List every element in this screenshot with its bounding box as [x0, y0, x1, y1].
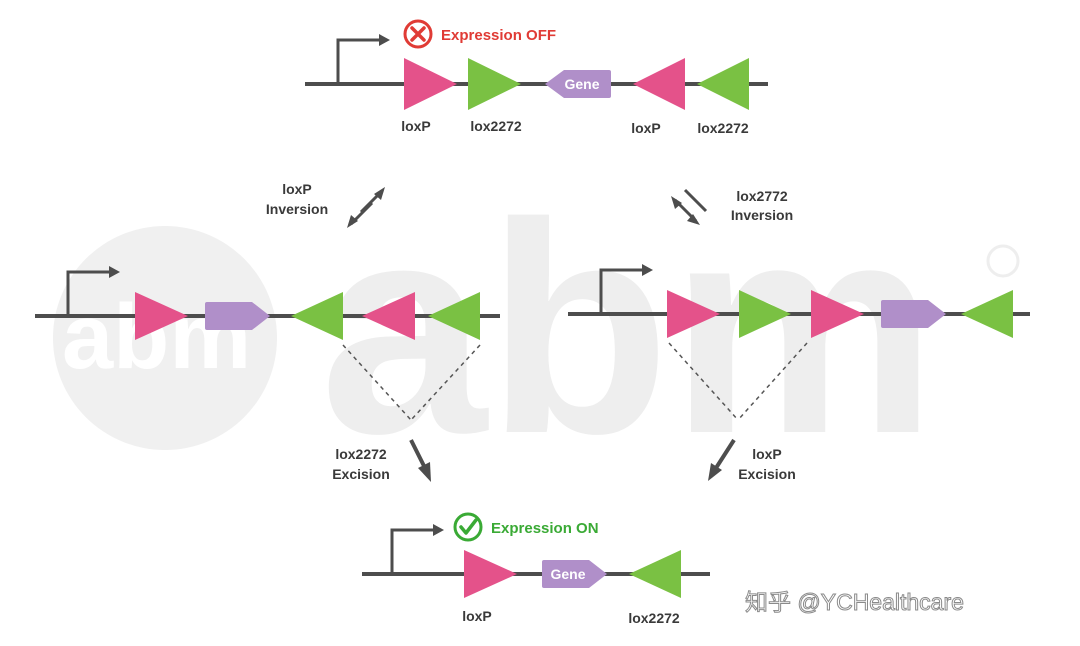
excision-dashed-line — [342, 344, 412, 421]
left-intermediate-construct — [35, 266, 500, 421]
right-intermediate-construct — [568, 264, 1030, 421]
loxp-site — [667, 290, 720, 338]
promoter-arrowhead — [109, 266, 120, 278]
site-label: loxP — [401, 118, 431, 134]
loxp-site — [811, 290, 864, 338]
lox2272-site-reverse — [961, 290, 1013, 338]
lox2272-site-reverse — [697, 58, 749, 110]
right-excision-step: loxP Excision — [708, 438, 796, 482]
site-label: lox2272 — [628, 610, 680, 626]
lox2272-site-reverse — [629, 550, 681, 598]
site-label: lox2272 — [697, 120, 749, 136]
step-label: Excision — [332, 466, 390, 482]
abm-watermark: abm abm — [53, 160, 1020, 496]
gene-reverse — [545, 70, 611, 98]
site-label: loxP — [462, 608, 492, 624]
promoter-arrow — [599, 268, 643, 314]
lox2272-site-reverse — [428, 292, 480, 340]
step-label: Inversion — [731, 207, 793, 223]
excision-dashed-line — [410, 344, 481, 421]
svg-text:abm: abm — [320, 160, 937, 496]
gene-label: Gene — [564, 76, 599, 92]
site-label: lox2272 — [470, 118, 522, 134]
step-label: lox2772 — [736, 188, 788, 204]
promoter-arrowhead — [642, 264, 653, 276]
loxp-site-reverse — [633, 58, 685, 110]
step-label: Inversion — [266, 201, 328, 217]
loxp-site — [464, 550, 517, 598]
gene-label: Gene — [550, 566, 585, 582]
equilibrium-arrow-icon — [671, 188, 708, 225]
status-on: Expression ON — [453, 512, 599, 542]
left-excision-step: lox2272 Excision — [332, 439, 431, 482]
cross-circle-icon — [403, 19, 433, 49]
left-inversion-step: loxP Inversion — [266, 181, 385, 228]
excision-dashed-line — [737, 342, 808, 421]
bottom-construct: Expression ON Gene loxP lox2272 — [362, 512, 710, 626]
status-off: Expression OFF — [403, 19, 556, 49]
step-label: loxP — [752, 446, 782, 462]
check-circle-icon — [453, 512, 483, 542]
gene-forward — [205, 302, 270, 330]
down-arrow-icon — [409, 439, 427, 469]
site-label: loxP — [631, 120, 661, 136]
promoter-arrowhead — [433, 524, 444, 536]
lox2272-site — [739, 290, 791, 338]
promoter-arrow — [66, 270, 110, 316]
svg-text:abm: abm — [62, 286, 251, 388]
promoter-arrowhead — [379, 34, 390, 46]
step-label: lox2272 — [335, 446, 387, 462]
step-label: loxP — [282, 181, 312, 197]
credit-watermark: 知乎 @YCHealthcare — [745, 589, 964, 615]
promoter-arrow — [336, 38, 380, 84]
step-label: Excision — [738, 466, 796, 482]
excision-dashed-line — [668, 342, 739, 421]
status-off-text: Expression OFF — [441, 27, 556, 44]
status-on-text: Expression ON — [491, 520, 599, 537]
loxp-site — [135, 292, 188, 340]
gene-forward — [542, 560, 607, 588]
down-arrow-icon — [714, 438, 736, 470]
loxp-site — [404, 58, 457, 110]
right-inversion-step: lox2772 Inversion — [671, 188, 793, 225]
top-construct: Expression OFF Gene loxP lox2272 loxP lo… — [305, 19, 768, 136]
lox2272-site — [468, 58, 521, 110]
promoter-arrow — [390, 528, 434, 574]
loxp-site-reverse — [362, 292, 415, 340]
gene-forward — [881, 300, 946, 328]
equilibrium-arrow-icon — [347, 187, 385, 228]
lox2272-site-reverse — [291, 292, 343, 340]
